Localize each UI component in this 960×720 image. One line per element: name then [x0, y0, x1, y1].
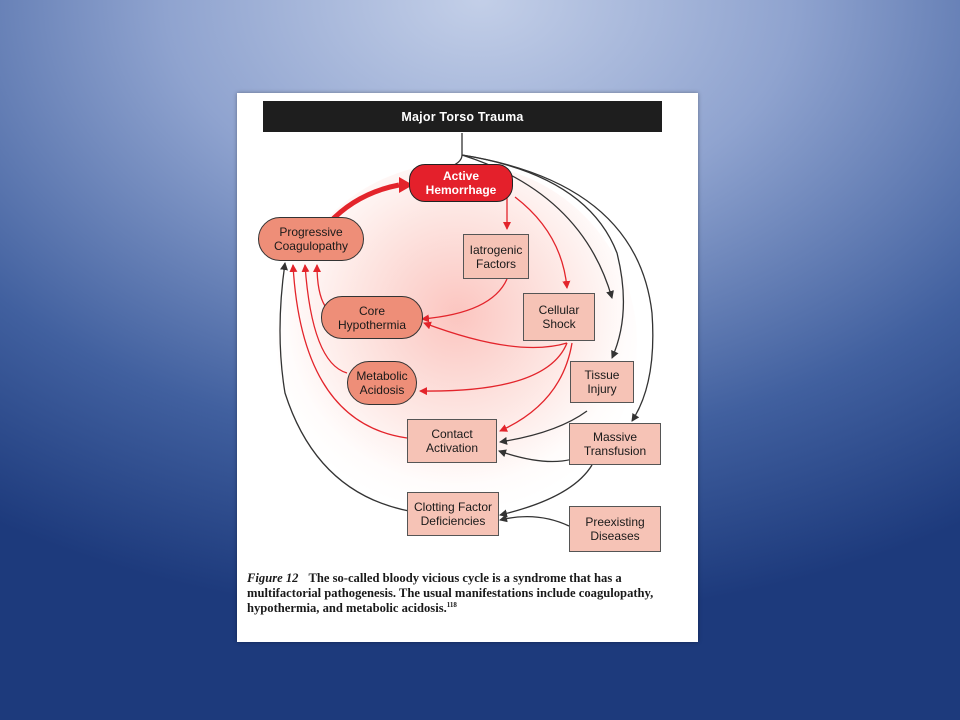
caption-label: Figure 12: [247, 571, 299, 585]
node-active-hemorrhage: Active Hemorrhage: [409, 164, 513, 202]
node-core-hypothermia: Core Hypothermia: [321, 296, 423, 339]
arrow-clotting-to-coagulopathy: [279, 262, 410, 512]
arrow-preexisting-to-clotting: [499, 514, 570, 527]
arrow-acidosis-to-coagulopathy: [301, 264, 348, 374]
arrow-tissue-injury-to-contact: [499, 410, 588, 445]
node-progressive-coagulopathy: Progressive Coagulopathy: [258, 217, 364, 261]
node-iatrogenic-factors: Iatrogenic Factors: [463, 234, 529, 279]
arrow-shock-to-hypothermia: [423, 321, 568, 349]
arrow-shock-to-acidosis: [419, 342, 568, 396]
node-tissue-injury: Tissue Injury: [570, 361, 634, 403]
arrow-coagulopathy-to-hemorrhage-head: [399, 177, 413, 193]
node-cellular-shock: Cellular Shock: [523, 293, 595, 341]
figure-panel: Major Torso Trauma Active Hemorrhage Pro…: [237, 93, 698, 642]
arrow-shock-to-contact: [499, 342, 573, 432]
node-preexisting-diseases: Preexisting Diseases: [569, 506, 661, 552]
arrow-trauma-to-tissue-injury: [461, 154, 625, 359]
arrow-hypothermia-to-coagulopathy: [313, 264, 326, 307]
node-massive-transfusion: Massive Transfusion: [569, 423, 661, 465]
arrow-contact-to-coagulopathy: [289, 264, 408, 439]
arrow-massive-transfusion-to-clotting: [499, 464, 593, 518]
arrow-hemorrhage-to-cellular-shock: [514, 196, 571, 289]
node-metabolic-acidosis: Metabolic Acidosis: [347, 361, 417, 405]
node-clotting-factor-deficiencies: Clotting Factor Deficiencies: [407, 492, 499, 536]
caption-reference: 118: [446, 600, 457, 609]
arrow-iatrogenic-to-hypothermia: [421, 278, 508, 323]
node-contact-activation: Contact Activation: [407, 419, 497, 463]
arrow-trauma-to-massive-transfusion: [461, 154, 654, 422]
arrow-layer: [279, 133, 654, 527]
header-major-torso-trauma: Major Torso Trauma: [263, 101, 662, 132]
caption-text: The so-called bloody vicious cycle is a …: [247, 571, 654, 615]
